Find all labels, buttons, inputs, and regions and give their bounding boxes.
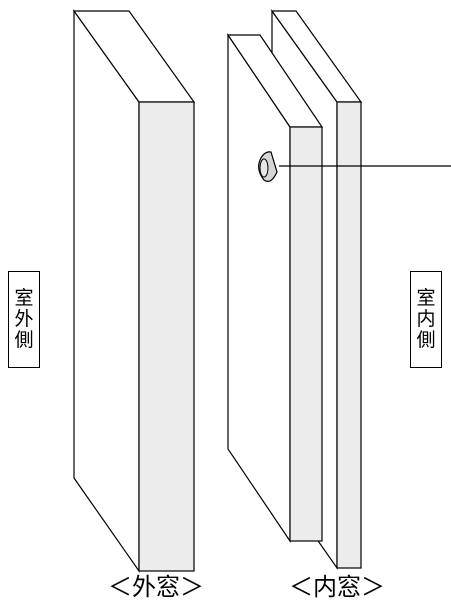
outer-pane-face [73, 9, 140, 573]
sensor-icon [258, 151, 451, 182]
indoor-side-label: 室 内 側 [410, 271, 442, 368]
indoor-label-char-2: 内 [416, 308, 436, 330]
outdoor-label-char-2: 外 [14, 308, 34, 330]
inner-window-front-pane [226, 33, 324, 543]
outdoor-side-label: 室 外 側 [8, 271, 40, 368]
outer-pane-edge [138, 101, 195, 572]
sensor-lens [259, 158, 269, 178]
outdoor-label-char-1: 室 [14, 287, 34, 309]
indoor-label-char-3: 側 [416, 329, 436, 351]
inner-front-pane-edge [289, 126, 323, 542]
outdoor-label-char-3: 側 [14, 329, 34, 351]
inner-back-pane-edge [336, 101, 362, 569]
inner-window-caption: ＜内窓＞ [289, 573, 385, 601]
indoor-label-char-1: 室 [416, 287, 436, 309]
outer-window-pane [72, 9, 196, 573]
outer-window-caption: ＜外窓＞ [108, 573, 204, 601]
